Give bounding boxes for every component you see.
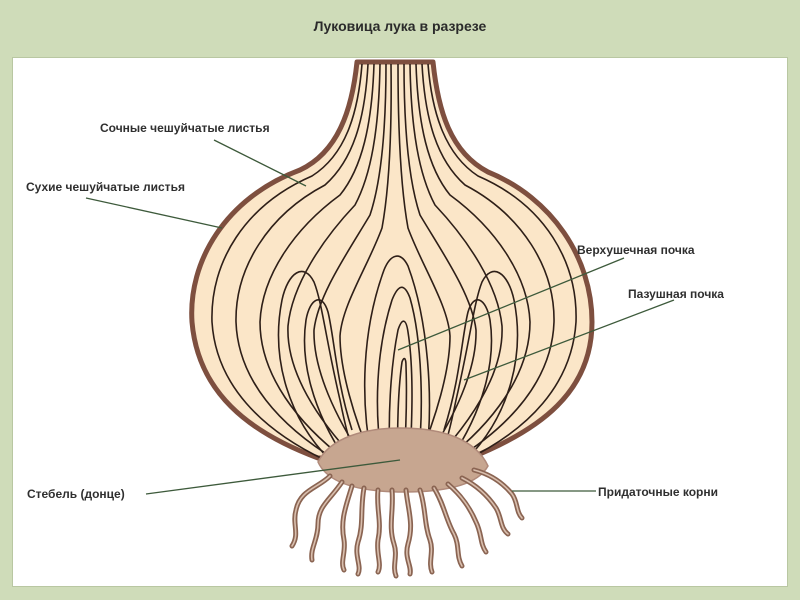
- label-roots: Придаточные корни: [598, 485, 718, 499]
- label-dry-scales: Сухие чешуйчатые листья: [26, 180, 185, 194]
- leader-apical-bud: [397, 257, 625, 351]
- leader-axillary-bud: [463, 299, 675, 381]
- leader-stem: [145, 459, 401, 495]
- adventitious-roots-highlight: [291, 469, 523, 577]
- juicy-scales-lines: [211, 63, 577, 461]
- label-axillary-bud: Пазушная почка: [628, 287, 724, 301]
- leader-dry-scales: [85, 197, 223, 229]
- label-apical-bud: Верхушечная почка: [577, 243, 695, 257]
- label-juicy-scales: Сочные чешуйчатые листья: [100, 121, 270, 135]
- label-stem: Стебель (донце): [27, 487, 125, 501]
- leader-juicy-scales: [213, 139, 307, 187]
- leader-lines: [85, 139, 675, 495]
- diagram-title: Луковица лука в разрезе: [313, 18, 487, 34]
